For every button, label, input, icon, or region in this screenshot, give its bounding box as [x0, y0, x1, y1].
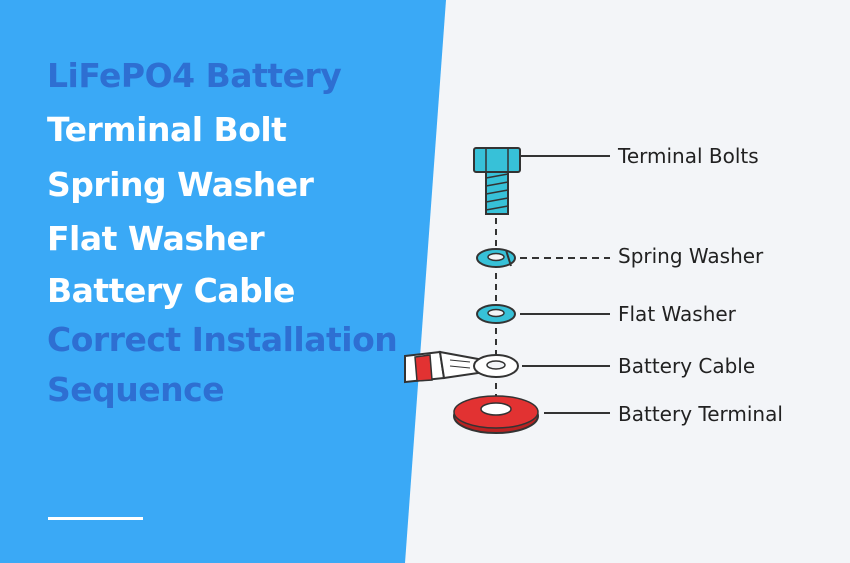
- title-line-3: Spring Washer: [47, 165, 314, 204]
- title-underline: [48, 517, 143, 520]
- battery-cable-icon: [404, 350, 519, 384]
- title-line-2: Terminal Bolt: [47, 110, 287, 149]
- title-line-1: LiFePO4 Battery: [47, 56, 342, 95]
- title-line-5: Battery Cable: [47, 271, 295, 310]
- label-battery-terminal: Battery Terminal: [618, 402, 783, 426]
- spring-washer-icon: [476, 248, 516, 268]
- title-line-4: Flat Washer: [47, 219, 265, 258]
- label-flat-washer: Flat Washer: [618, 302, 736, 326]
- blue-side-panel: [0, 0, 446, 563]
- label-battery-cable: Battery Cable: [618, 354, 756, 378]
- flat-washer-icon: [476, 304, 516, 324]
- title-line-7: Sequence: [47, 370, 225, 409]
- label-spring-washer: Spring Washer: [618, 244, 764, 268]
- battery-terminal-icon: [453, 395, 539, 434]
- terminal-bolt-icon: [473, 147, 521, 215]
- title-line-6: Correct Installation: [47, 320, 398, 359]
- label-terminal-bolts: Terminal Bolts: [618, 144, 759, 168]
